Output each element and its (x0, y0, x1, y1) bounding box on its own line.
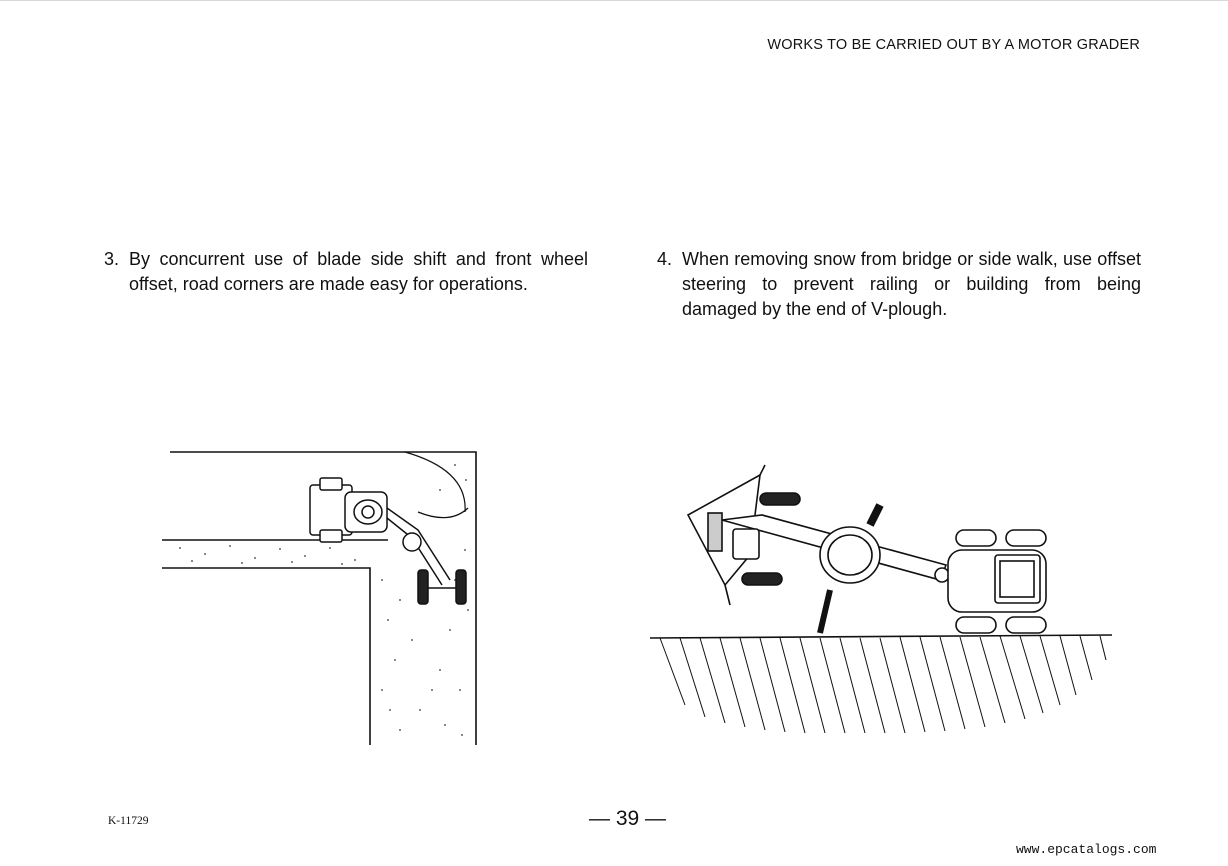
top-rule (0, 0, 1228, 1)
document-code: K-11729 (108, 815, 149, 827)
road-corner-svg (162, 451, 477, 745)
road-stipple (179, 464, 469, 736)
v-plough-svg (649, 464, 1113, 734)
item-number: 4. (657, 249, 673, 269)
grader-top-view (309, 477, 467, 605)
grader-rear (947, 529, 1047, 634)
v-plough-grader-illustration (640, 455, 1120, 745)
page-header: WORKS TO BE CARRIED OUT BY A MOTOR GRADE… (767, 37, 1140, 53)
item-text: By concurrent use of blade side shift an… (129, 249, 588, 294)
instruction-item-4: 4. When removing snow from bridge or sid… (657, 247, 1141, 322)
watermark: www.epcatalogs.com (1016, 842, 1157, 857)
item-number: 3. (104, 249, 120, 269)
instruction-item-3: 3. By concurrent use of blade side shift… (104, 247, 588, 297)
item-text: When removing snow from bridge or side w… (682, 249, 1141, 319)
ground-hatching (659, 635, 1107, 734)
grader-frame (721, 492, 950, 634)
road-corner-grader-illustration (150, 430, 490, 750)
page-number: — 39 — (589, 807, 667, 830)
